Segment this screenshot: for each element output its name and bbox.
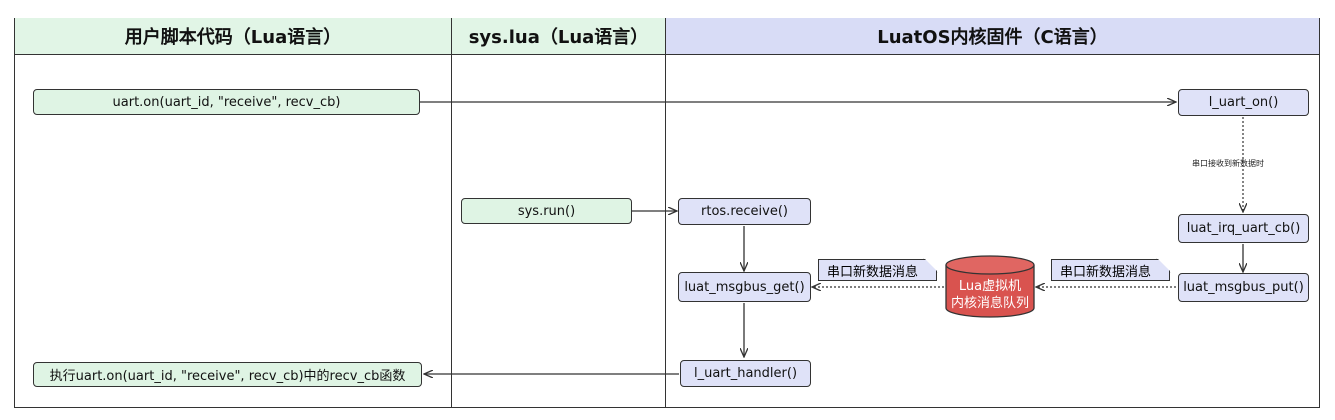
queue-label-line2: 内核消息队列 [950, 296, 1029, 311]
lane-title-kernel: LuatOS内核固件（C语言） [877, 27, 1108, 48]
lane-title-sys: sys.lua（Lua语言） [468, 27, 649, 48]
node-rtos-receive: rtos.receive() [678, 198, 811, 225]
node-uart-on-label: uart.on(uart_id, "receive", recv_cb) [112, 94, 341, 110]
lane-header-user: 用户脚本代码（Lua语言） [15, 18, 451, 55]
node-exec-recv-cb-label: 执行uart.on(uart_id, "receive", recv_cb)中的… [49, 369, 406, 384]
note-right: 串口新数据消息 [1051, 259, 1170, 281]
node-l-uart-handler: l_uart_handler() [680, 360, 811, 387]
node-msgbus-get-label: luat_msgbus_get() [684, 279, 805, 295]
lane-header-sys: sys.lua（Lua语言） [452, 18, 665, 55]
queue-label: Lua虚拟机 内核消息队列 [946, 278, 1034, 312]
node-l-uart-handler-label: l_uart_handler() [693, 366, 798, 381]
node-sys-run: sys.run() [461, 198, 632, 224]
node-msgbus-put: luat_msgbus_put() [1178, 273, 1309, 302]
lane-title-user: 用户脚本代码（Lua语言） [124, 27, 342, 48]
node-l-uart-on-label: l_uart_on() [1208, 95, 1279, 110]
node-sys-run-label: sys.run() [517, 203, 576, 219]
node-irq-uart-cb: luat_irq_uart_cb() [1178, 214, 1309, 243]
node-msgbus-put-label: luat_msgbus_put() [1183, 280, 1304, 295]
node-l-uart-on: l_uart_on() [1178, 89, 1309, 116]
edge-label-uart-rx: 串口接收到新数据时 [1192, 159, 1264, 168]
node-msgbus-get: luat_msgbus_get() [678, 272, 811, 302]
lane-header-kernel: LuatOS内核固件（C语言） [666, 18, 1319, 55]
note-left-label: 串口新数据消息 [827, 264, 919, 280]
note-right-label: 串口新数据消息 [1060, 264, 1152, 280]
node-exec-recv-cb: 执行uart.on(uart_id, "receive", recv_cb)中的… [33, 362, 422, 387]
message-queue-cylinder [945, 255, 1035, 318]
lane-divider-2 [665, 18, 666, 408]
lane-divider-1 [451, 18, 452, 408]
node-rtos-receive-label: rtos.receive() [701, 204, 788, 219]
node-uart-on: uart.on(uart_id, "receive", recv_cb) [33, 89, 420, 115]
note-left: 串口新数据消息 [818, 259, 937, 281]
node-irq-uart-cb-label: luat_irq_uart_cb() [1186, 221, 1301, 236]
queue-label-line1: Lua虚拟机 [958, 279, 1022, 294]
